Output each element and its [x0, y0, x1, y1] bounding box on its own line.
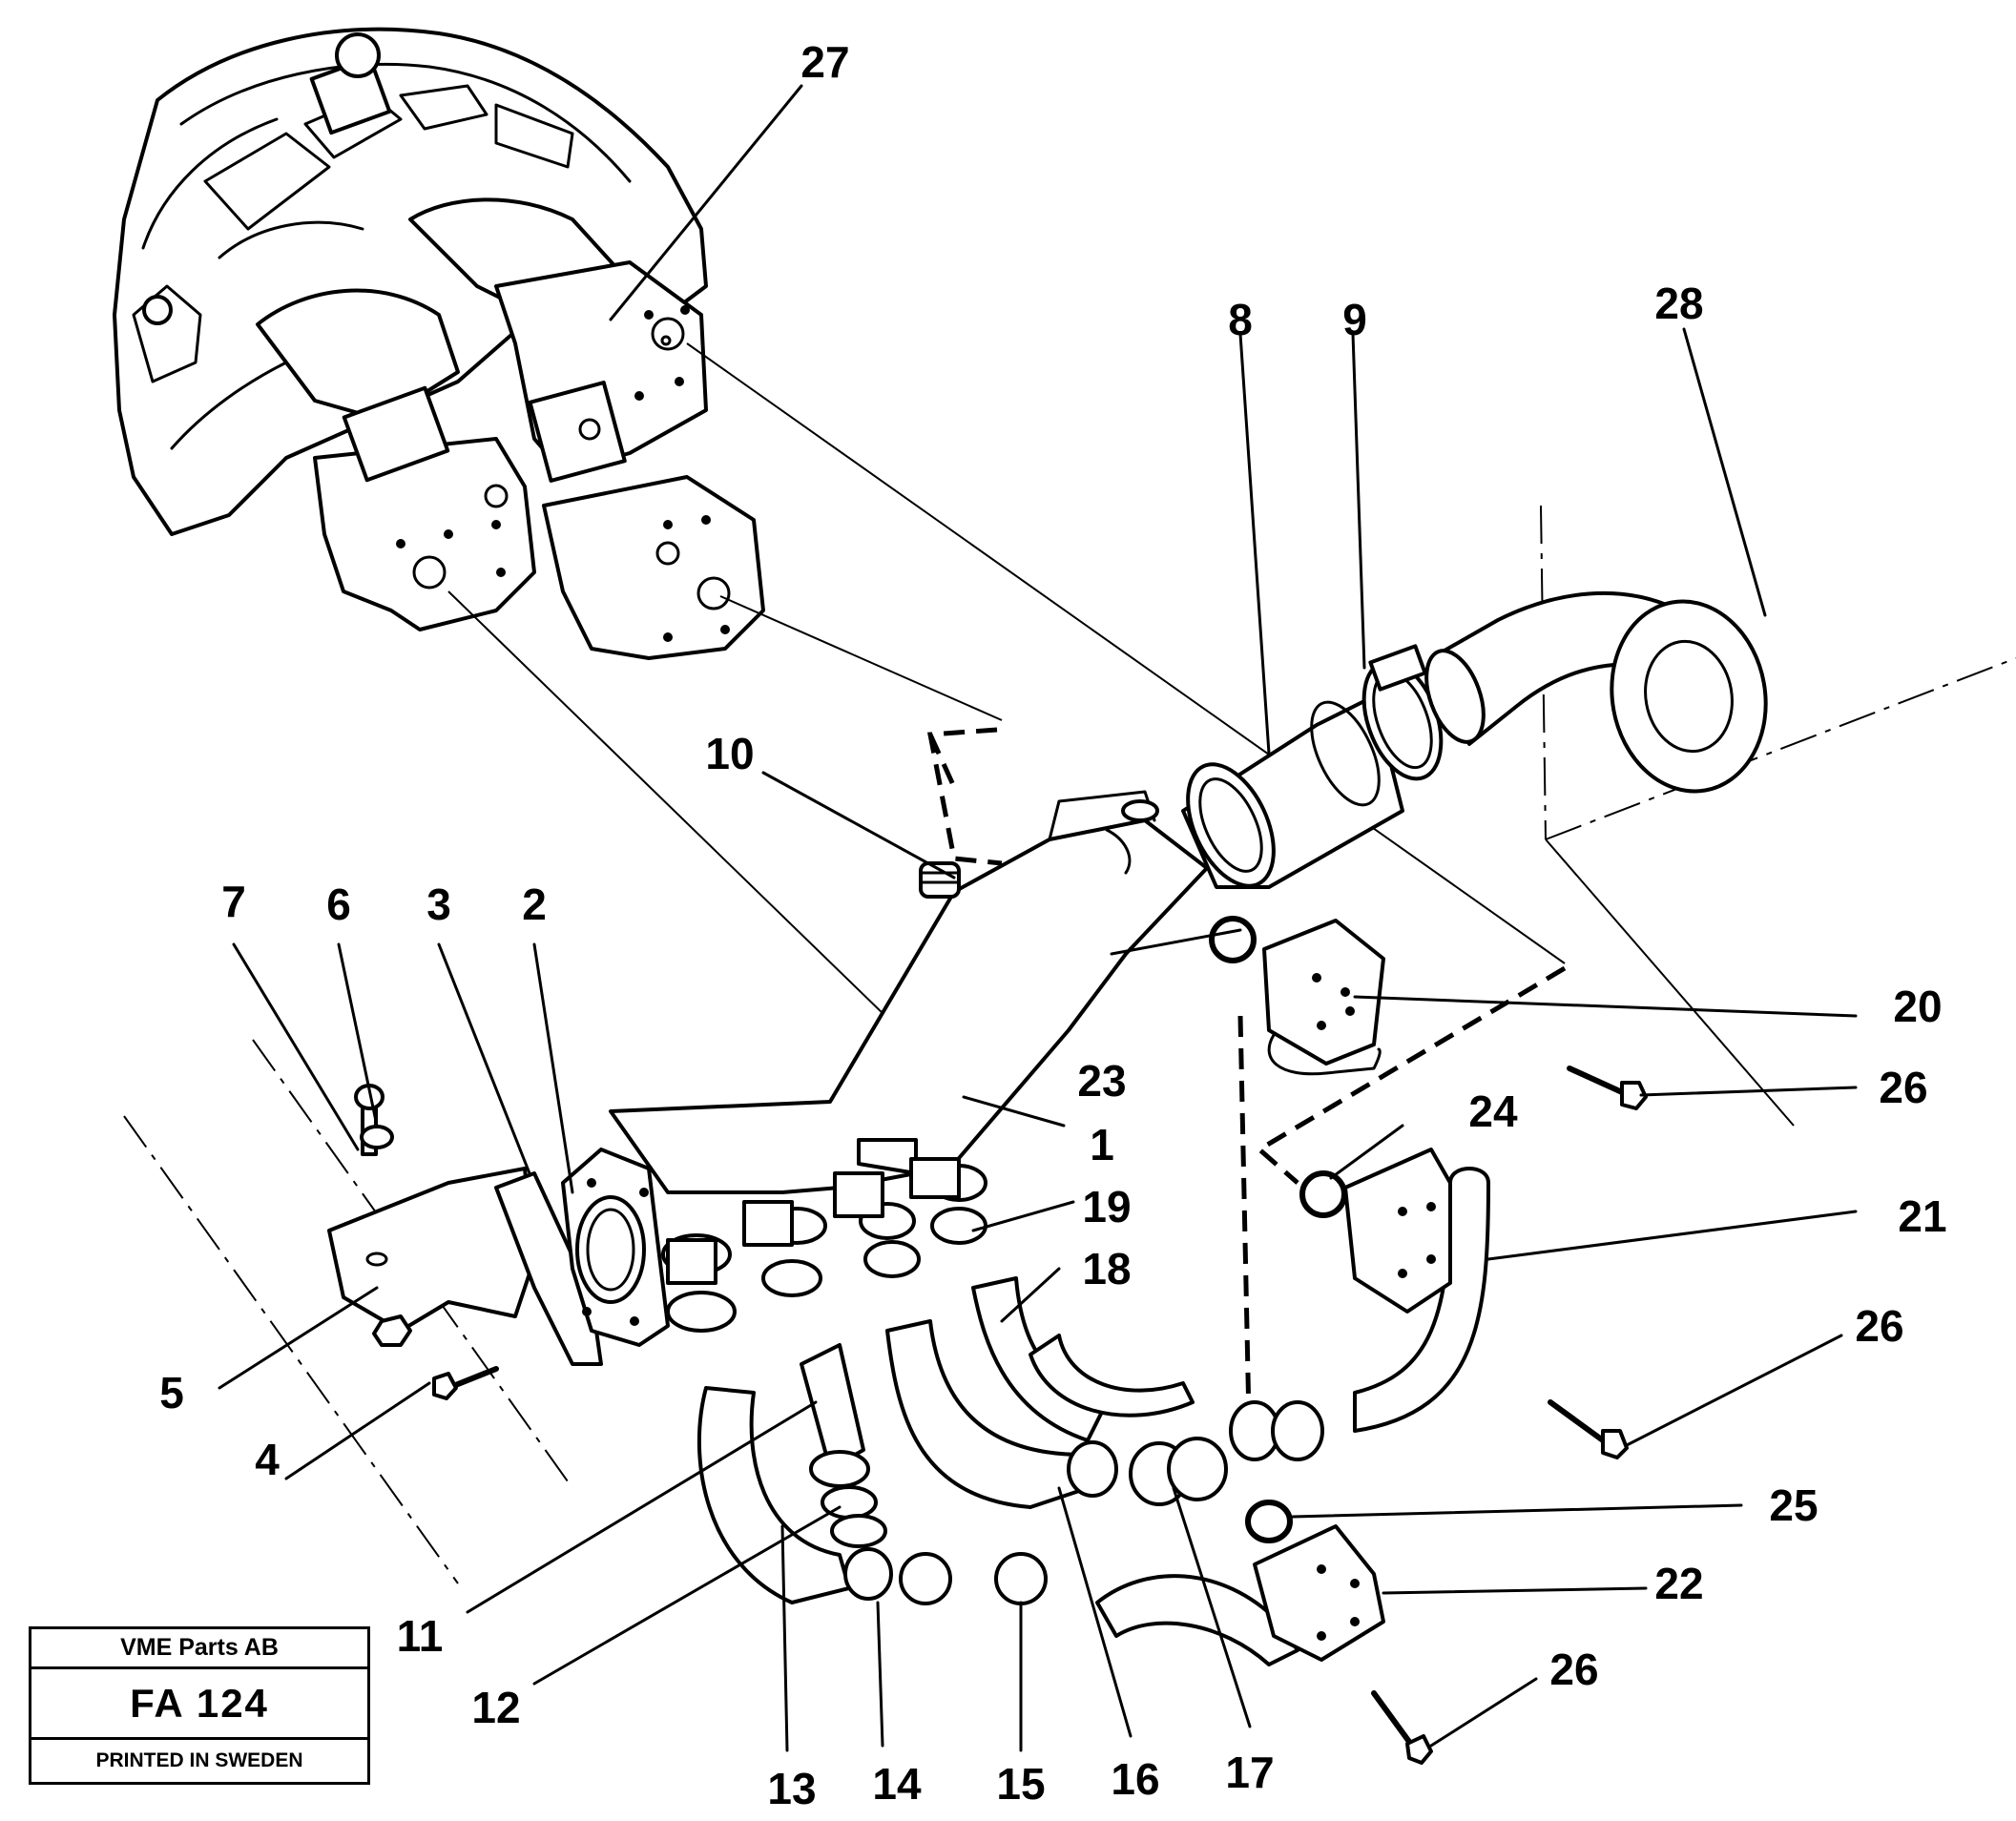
- callout-28: 28: [1654, 279, 1703, 328]
- callout-21: 21: [1898, 1191, 1946, 1241]
- callout-26-lower: 26: [1549, 1645, 1598, 1694]
- callout-18: 18: [1082, 1244, 1131, 1293]
- callout-numbers: 1 2 3 4 5 6 7 8 9 10 11 12 13 14 15 16 1…: [159, 37, 1946, 1813]
- callout-5: 5: [159, 1368, 184, 1417]
- callout-leaders: [218, 84, 1858, 1752]
- callout-22: 22: [1654, 1559, 1703, 1608]
- callout-2: 2: [522, 879, 547, 929]
- callout-27: 27: [800, 37, 849, 87]
- transmission-housing: [113, 27, 765, 660]
- flange-group: [327, 1084, 670, 1400]
- figure-code: FA 124: [31, 1669, 367, 1740]
- callout-24: 24: [1468, 1086, 1518, 1136]
- callout-14: 14: [872, 1759, 922, 1809]
- callout-8: 8: [1228, 295, 1253, 344]
- printed-note: PRINTED IN SWEDEN: [95, 1749, 303, 1771]
- callout-25: 25: [1769, 1480, 1818, 1530]
- company-name: VME Parts AB: [31, 1629, 367, 1669]
- main-pipe: [609, 790, 1209, 1194]
- callout-19: 19: [1082, 1182, 1131, 1231]
- callout-4: 4: [255, 1435, 280, 1484]
- dashed-routes: [927, 727, 1567, 1465]
- callout-11: 11: [397, 1611, 444, 1661]
- callout-26-upper: 26: [1879, 1063, 1927, 1112]
- callout-26-middle: 26: [1855, 1301, 1903, 1351]
- fittings: [919, 861, 1648, 1765]
- hose-group: [661, 1157, 1490, 1666]
- callout-12: 12: [471, 1683, 520, 1732]
- callout-6: 6: [326, 879, 351, 929]
- upper-pipe-assembly: [1181, 590, 1768, 889]
- callout-20: 20: [1893, 982, 1942, 1031]
- callout-7: 7: [221, 877, 246, 926]
- callout-3: 3: [426, 879, 451, 929]
- title-block: VME Parts AB FA 124 PRINTED IN SWEDEN: [29, 1626, 370, 1785]
- callout-9: 9: [1342, 295, 1367, 344]
- callout-23: 23: [1077, 1056, 1126, 1106]
- callout-16: 16: [1111, 1754, 1159, 1804]
- callout-15: 15: [996, 1759, 1045, 1809]
- callout-13: 13: [767, 1764, 816, 1813]
- callout-1: 1: [1090, 1120, 1114, 1169]
- callout-17: 17: [1225, 1748, 1274, 1797]
- callout-10: 10: [705, 729, 754, 778]
